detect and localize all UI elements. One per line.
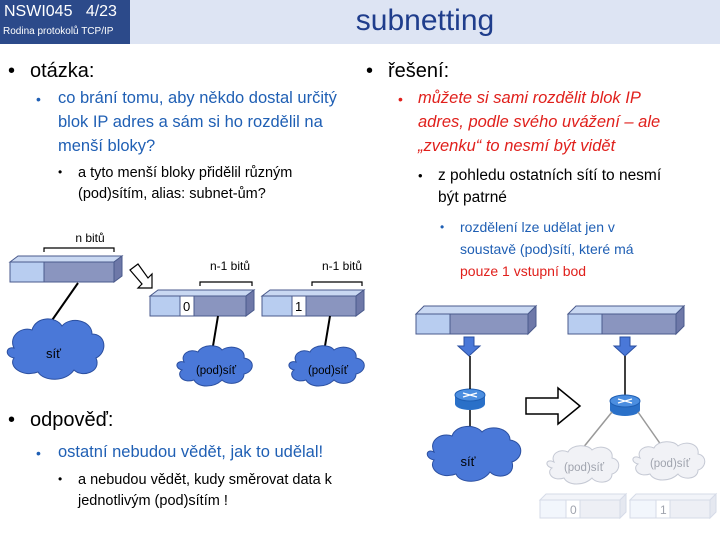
faded-subnet-cloud-a	[546, 445, 620, 485]
question-line-1: co brání tomu, aby někdo dostal určitý	[58, 89, 337, 107]
subnet-cloud-b-label: (pod)síť	[308, 365, 349, 377]
sub-line-2: (pod)sítím, alias: subnet-ům?	[78, 186, 266, 202]
subnet-cloud-b	[288, 345, 365, 387]
split-arrow-icon	[129, 263, 153, 289]
faded-block-1	[628, 492, 718, 520]
title-bar	[130, 0, 720, 44]
answer-sub-line-2: jednotlivým (pod)sítím !	[78, 493, 228, 509]
course-code: NSWI045 4/23	[4, 3, 117, 20]
network-cloud-right	[426, 426, 522, 482]
answer-line-1: ostatní nebudou vědět, jak to udělal!	[58, 443, 324, 461]
address-block-inside	[566, 304, 686, 336]
header-subtitle: Rodina protokolů TCP/IP	[3, 26, 114, 37]
bullet-dot: •	[440, 220, 445, 234]
address-block-0	[148, 289, 256, 317]
question-line-3: menší bloky?	[58, 137, 156, 155]
blue-line-2: soustavě (pod)sítí, které má	[460, 241, 634, 257]
bullet-dot: •	[36, 91, 41, 107]
bullet-dot: •	[418, 168, 423, 183]
red-line-1: můžete si sami rozdělit blok IP	[418, 89, 641, 107]
faded-subnet-cloud-a-label: (pod)síť	[564, 462, 605, 474]
address-block-full	[8, 255, 124, 283]
faded-subnet-cloud-b-label: (pod)síť	[650, 458, 691, 470]
address-block-outside	[414, 304, 538, 336]
bullet-dot: •	[398, 91, 403, 107]
red-line-2: adres, podle svého uvážení – ale	[418, 113, 661, 131]
solution-heading: řešení:	[388, 60, 450, 82]
bullet-dot: •	[8, 409, 16, 431]
blue-line-3-red: pouze 1 vstupní bod	[460, 263, 587, 279]
n-bits-label: n bitů	[75, 231, 104, 245]
black-line-2: být patrné	[438, 189, 507, 206]
down-arrow-icon	[456, 336, 482, 357]
bit-0-label: 0	[183, 299, 190, 314]
bullet-dot: •	[36, 445, 41, 461]
header-badge: NSWI045 4/23 Rodina protokolů TCP/IP	[0, 0, 130, 44]
router-icon	[454, 388, 486, 410]
question-heading: otázka:	[30, 60, 95, 82]
address-block-1	[260, 289, 366, 317]
question-line-2: blok IP adres a sám si ho rozdělil na	[58, 113, 323, 131]
answer-sub-line-1: a nebudou vědět, kudy směrovat data k	[78, 472, 332, 488]
bit-1-label: 1	[295, 299, 302, 314]
slide-title: subnetting	[355, 4, 495, 37]
down-arrow-icon	[612, 336, 638, 357]
bullet-dot: •	[58, 472, 63, 486]
transform-arrow-icon	[525, 386, 582, 426]
subnet-cloud-a	[176, 345, 253, 387]
network-cloud-right-label: síť	[461, 454, 476, 469]
faded-block-0	[538, 492, 628, 520]
page-number: 4/23	[85, 3, 117, 20]
n1-bits-label-b: n-1 bitů	[322, 259, 362, 273]
black-line-1: z pohledu ostatních sítí to nesmí	[438, 167, 662, 184]
answer-heading: odpověď:	[30, 409, 114, 431]
sub-line-1: a tyto menší bloky přidělil různým	[78, 165, 293, 181]
bullet-dot: •	[366, 60, 374, 82]
red-line-3: „zvenku“ to nesmí být vidět	[418, 137, 616, 155]
router-icon	[609, 394, 641, 416]
n1-bits-label-a: n-1 bitů	[210, 259, 250, 273]
faded-subnet-cloud-b	[632, 441, 706, 481]
bullet-dot: •	[58, 165, 63, 179]
network-cloud	[6, 318, 105, 380]
network-cloud-label: síť	[46, 346, 61, 361]
bullet-dot: •	[8, 60, 16, 82]
blue-line-1: rozdělení lze udělat jen v	[460, 219, 615, 235]
faded-bit-0: 0	[570, 503, 577, 517]
faded-bit-1: 1	[660, 503, 667, 517]
subnet-cloud-a-label: (pod)síť	[196, 365, 237, 377]
